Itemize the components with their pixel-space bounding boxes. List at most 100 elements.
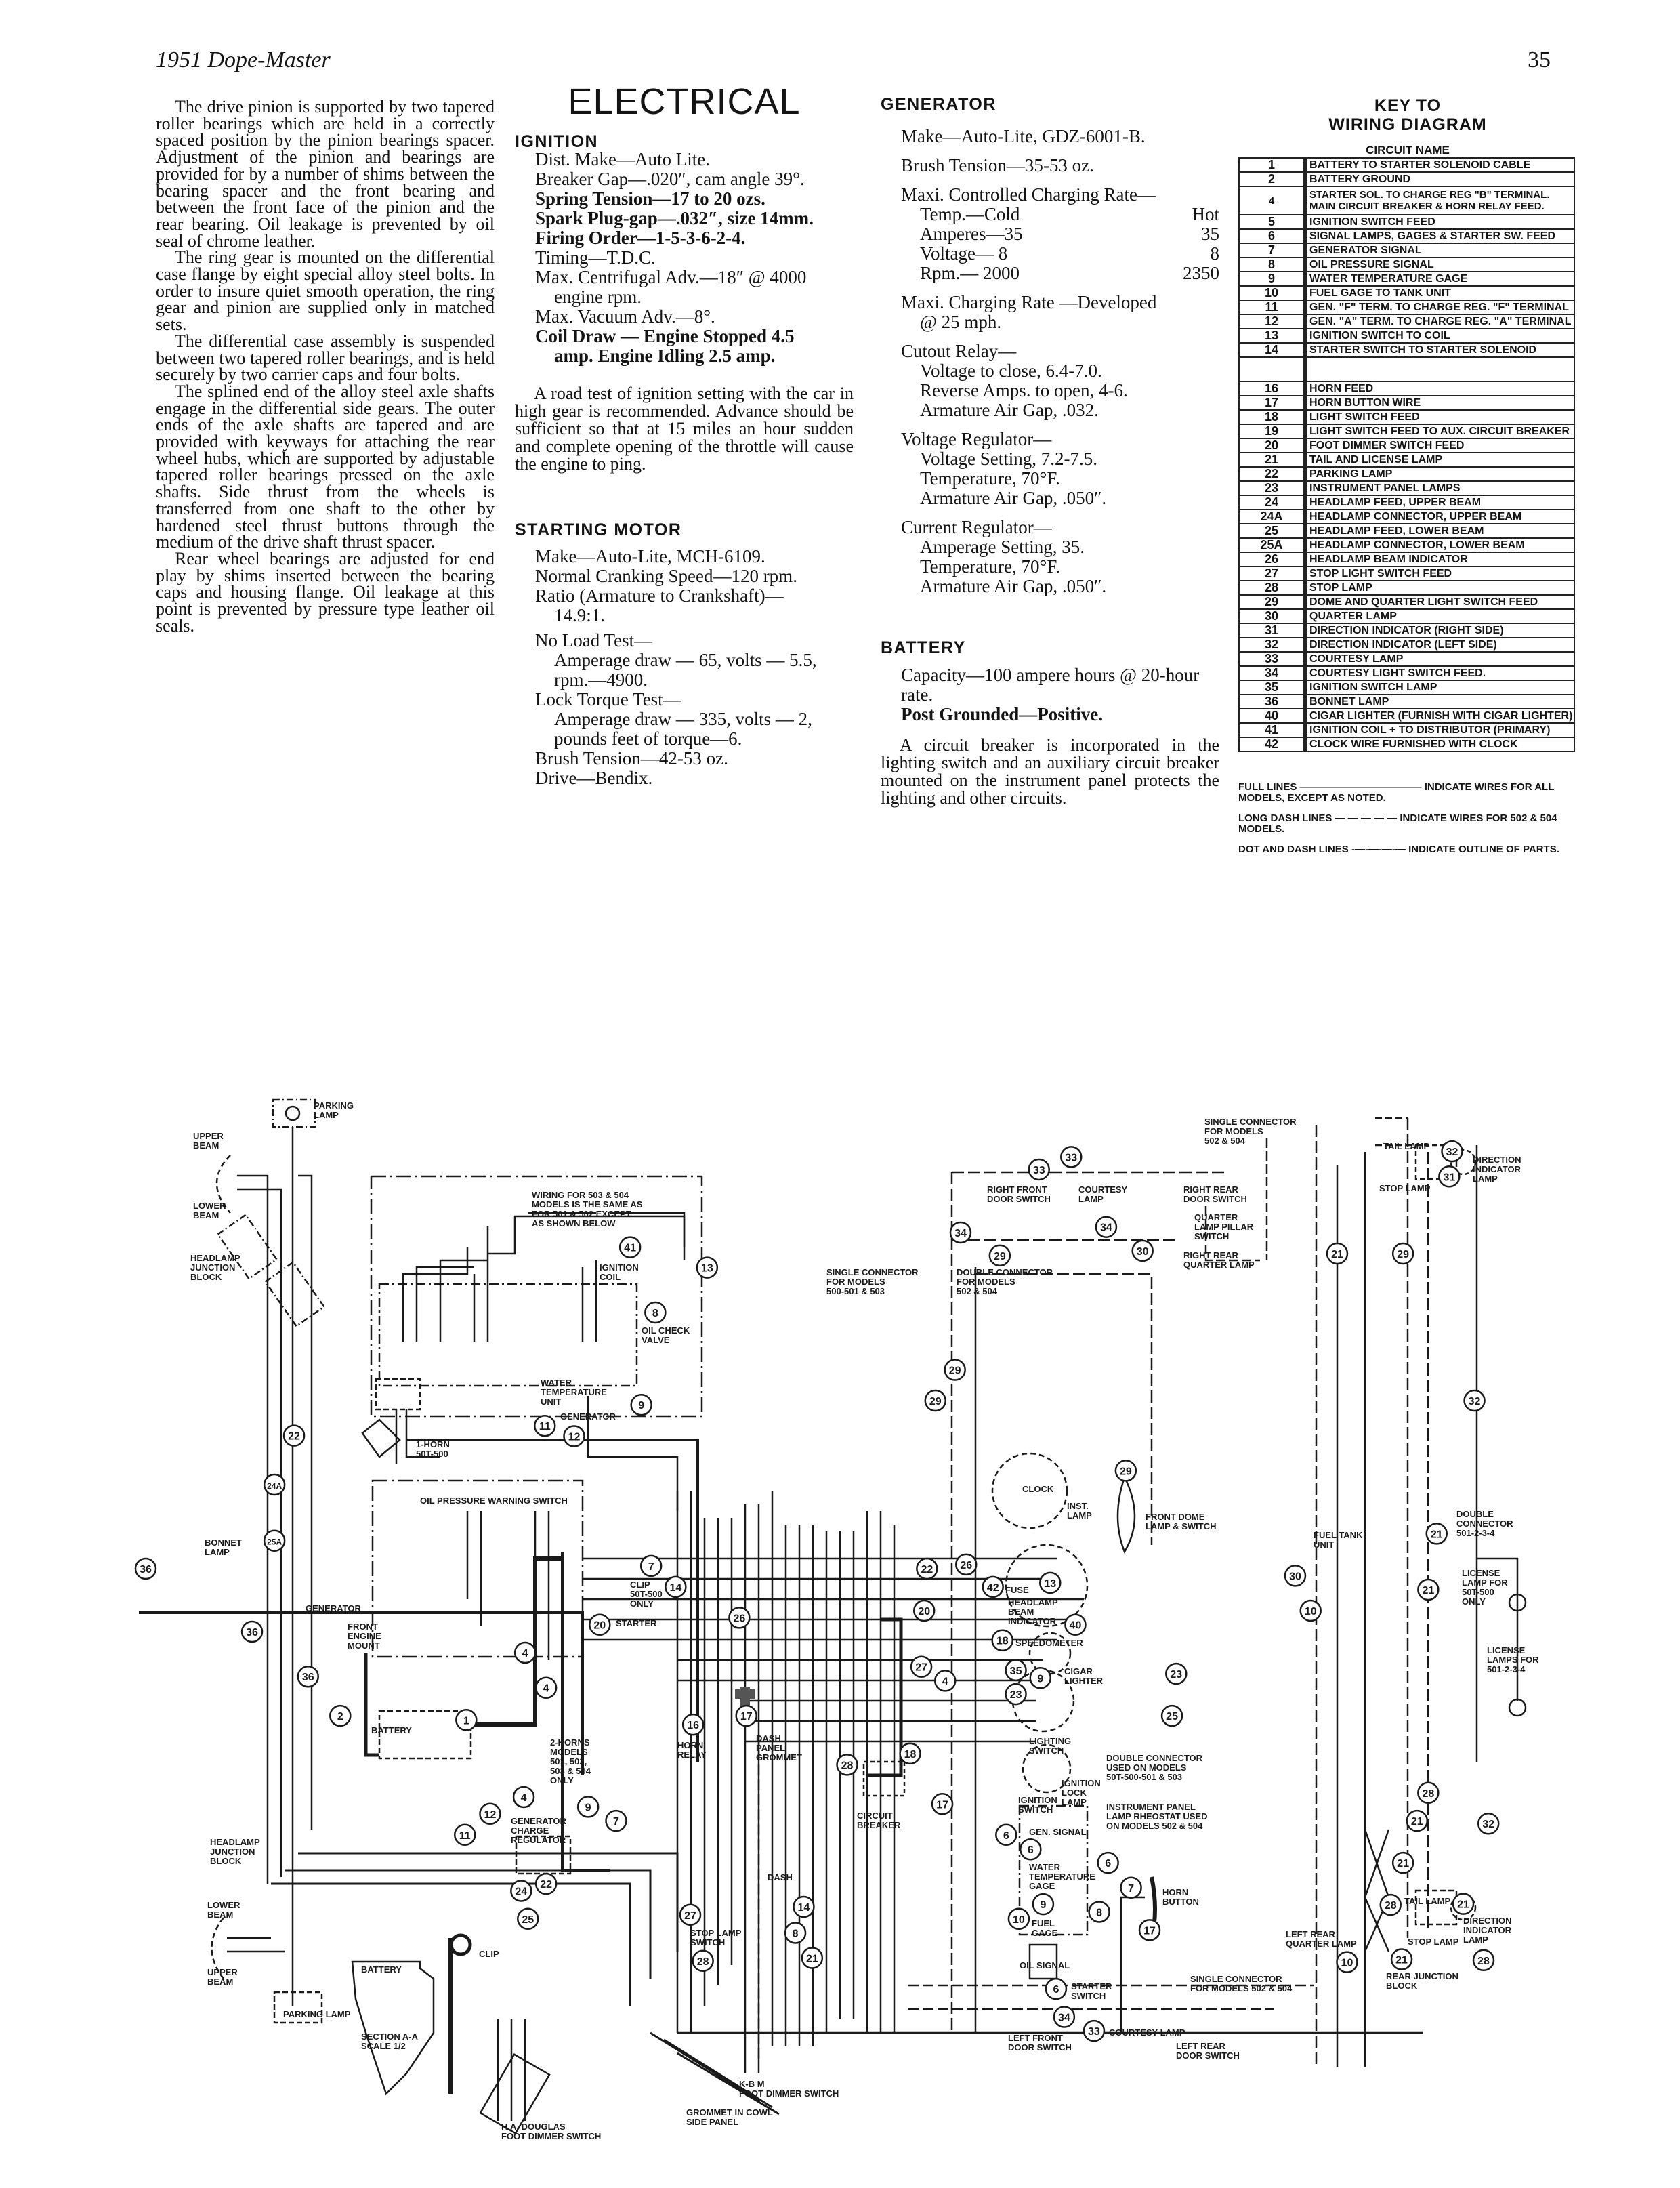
diagram-label: UPPER BEAM [193, 1131, 224, 1151]
wire-number-marker: 17 [1138, 1919, 1161, 1941]
dimmer-pedal-wires [497, 2019, 526, 2121]
marker-number: 9 [638, 1400, 644, 1411]
diagram-label: PARKING LAMP [314, 1100, 354, 1120]
marker-number: 2 [337, 1711, 343, 1722]
direction-lamp-right [1450, 1149, 1477, 1176]
marker-number: 7 [1128, 1883, 1134, 1895]
marker-number: 24 [515, 1886, 527, 1897]
marker-circle [639, 1554, 663, 1577]
diagram-label: DOUBLE CONNECTOR USED ON MODELS 50T-500-… [1106, 1753, 1203, 1782]
spec-item: Max. Centrifugal Adv.—18″ @ 4000 [535, 267, 807, 288]
diagram-label: SPEEDOMETER [1015, 1638, 1083, 1648]
marker-circle [944, 1359, 966, 1381]
wire-4-breaker [867, 1617, 903, 1777]
diagram-label: CLOCK [1022, 1484, 1054, 1494]
wire-number-marker: 22 [534, 1872, 558, 1895]
wire-number-marker: 21 [1406, 1809, 1429, 1832]
wire-number-marker: 23 [1165, 1662, 1188, 1685]
circuit-name: HORN BUTTON WIRE [1304, 395, 1575, 411]
battery-cable [471, 1556, 562, 1727]
paragraph: The differential case assembly is suspen… [156, 331, 495, 385]
circuit-name: GEN. "A" TERM. TO CHARGE REG. "A" TERMIN… [1304, 314, 1575, 329]
circuit-name: INSTRUMENT PANEL LAMPS [1304, 480, 1575, 496]
marker-number: 28 [1385, 1900, 1397, 1912]
marker-circle [534, 1676, 558, 1699]
wire-number-marker: 13 [696, 1256, 719, 1279]
marker-number: 13 [1044, 1578, 1056, 1590]
marker-circle [1336, 1951, 1358, 1973]
wire-number-marker: 21 [1425, 1523, 1448, 1545]
circuit-number: 11 [1238, 300, 1307, 315]
marker-circle [1131, 1239, 1154, 1262]
marker-number: 10 [1013, 1914, 1025, 1926]
spec-item: Make—Auto-Lite, MCH-6109. [535, 546, 765, 567]
diagram-label: CIGAR LIGHTER [1064, 1666, 1104, 1686]
wire-number-marker: 29 [944, 1359, 966, 1381]
parking-lamp-lower [273, 1991, 323, 2024]
diagram-label: RIGHT REAR DOOR SWITCH [1183, 1184, 1247, 1204]
generator-outline [375, 1378, 421, 1411]
spec-item: engine rpm. [554, 287, 642, 308]
diagram-label: LOWER BEAM [207, 1900, 240, 1920]
diagram-label: GEN. SIGNAL [1029, 1827, 1087, 1837]
circuit-number: 7 [1238, 243, 1307, 258]
diagram-label: 1-HORN 50T-500 [416, 1439, 450, 1459]
wire-number-marker: 31 [1438, 1165, 1461, 1188]
parking-lamp-bulb [285, 1105, 301, 1121]
spec-item: Current Regulator— [901, 516, 1052, 537]
spec-item: Spring Tension—17 to 20 ozs. [535, 188, 765, 209]
diagram-label: FUEL TANK UNIT [1314, 1530, 1363, 1550]
diagram-label: INST. LAMP [1067, 1501, 1092, 1521]
spec-item: Armature Air Gap, .032. [920, 399, 1099, 420]
spec-item: No Load Test— [535, 630, 653, 651]
marker-number: 18 [904, 1749, 917, 1760]
marker-number: 32 [1446, 1147, 1458, 1158]
paragraph: The splined end of the alloy steel axle … [156, 381, 495, 552]
dimmer-wires [650, 2031, 780, 2115]
circuit-number: 41 [1238, 722, 1307, 738]
junction-block [264, 1261, 326, 1327]
marker-number: 29 [949, 1365, 961, 1377]
marker-circle [933, 1670, 957, 1692]
paragraph: The ring gear is mounted on the differen… [156, 247, 495, 335]
marker-circle [899, 1742, 921, 1765]
publication-title: 1951 Dope-Master [156, 47, 331, 73]
marker-circle [630, 1393, 652, 1416]
circuit-number: 35 [1238, 680, 1307, 695]
spec-item: Voltage Setting, 7.2-7.5. [920, 448, 1097, 469]
marker-circle [644, 1301, 667, 1324]
circuit-number: 19 [1238, 424, 1307, 439]
circuit-name [1304, 356, 1575, 382]
marker-number: 33 [1033, 1165, 1045, 1176]
wire-number-marker: 29 [924, 1389, 947, 1412]
marker-number: 10 [1305, 1606, 1317, 1617]
marker-number: 32 [1482, 1819, 1494, 1830]
marker-number: 16 [687, 1720, 699, 1731]
marker-number: 8 [793, 1928, 799, 1939]
wire-bundle [466, 1511, 550, 1660]
marker-circle [728, 1607, 751, 1629]
marker-number: 42 [987, 1582, 999, 1594]
circuit-number: 8 [1238, 257, 1307, 272]
wire-number-marker: 25A [263, 1529, 286, 1552]
wire-number-marker: 16 [681, 1713, 705, 1736]
marker-number: 33 [1088, 2026, 1100, 2038]
circuit-name: OIL PRESSURE SIGNAL [1304, 257, 1575, 272]
marker-circle [1039, 1571, 1062, 1594]
marker-circle [576, 1796, 600, 1818]
diagram-label: PARKING LAMP [283, 2009, 351, 2019]
marker-number: 32 [1469, 1396, 1481, 1407]
marker-number: 17 [936, 1799, 948, 1811]
circuit-name: STARTER SOL. TO CHARGE REG "B" TERMINAL.… [1304, 186, 1575, 215]
marker-circle [696, 1256, 719, 1279]
spec-item: Voltage Regulator— [901, 428, 1052, 449]
marker-number: 27 [915, 1662, 927, 1674]
marker-circle [982, 1575, 1004, 1598]
marker-number: 14 [798, 1902, 810, 1914]
marker-number: 35 [1010, 1666, 1022, 1677]
